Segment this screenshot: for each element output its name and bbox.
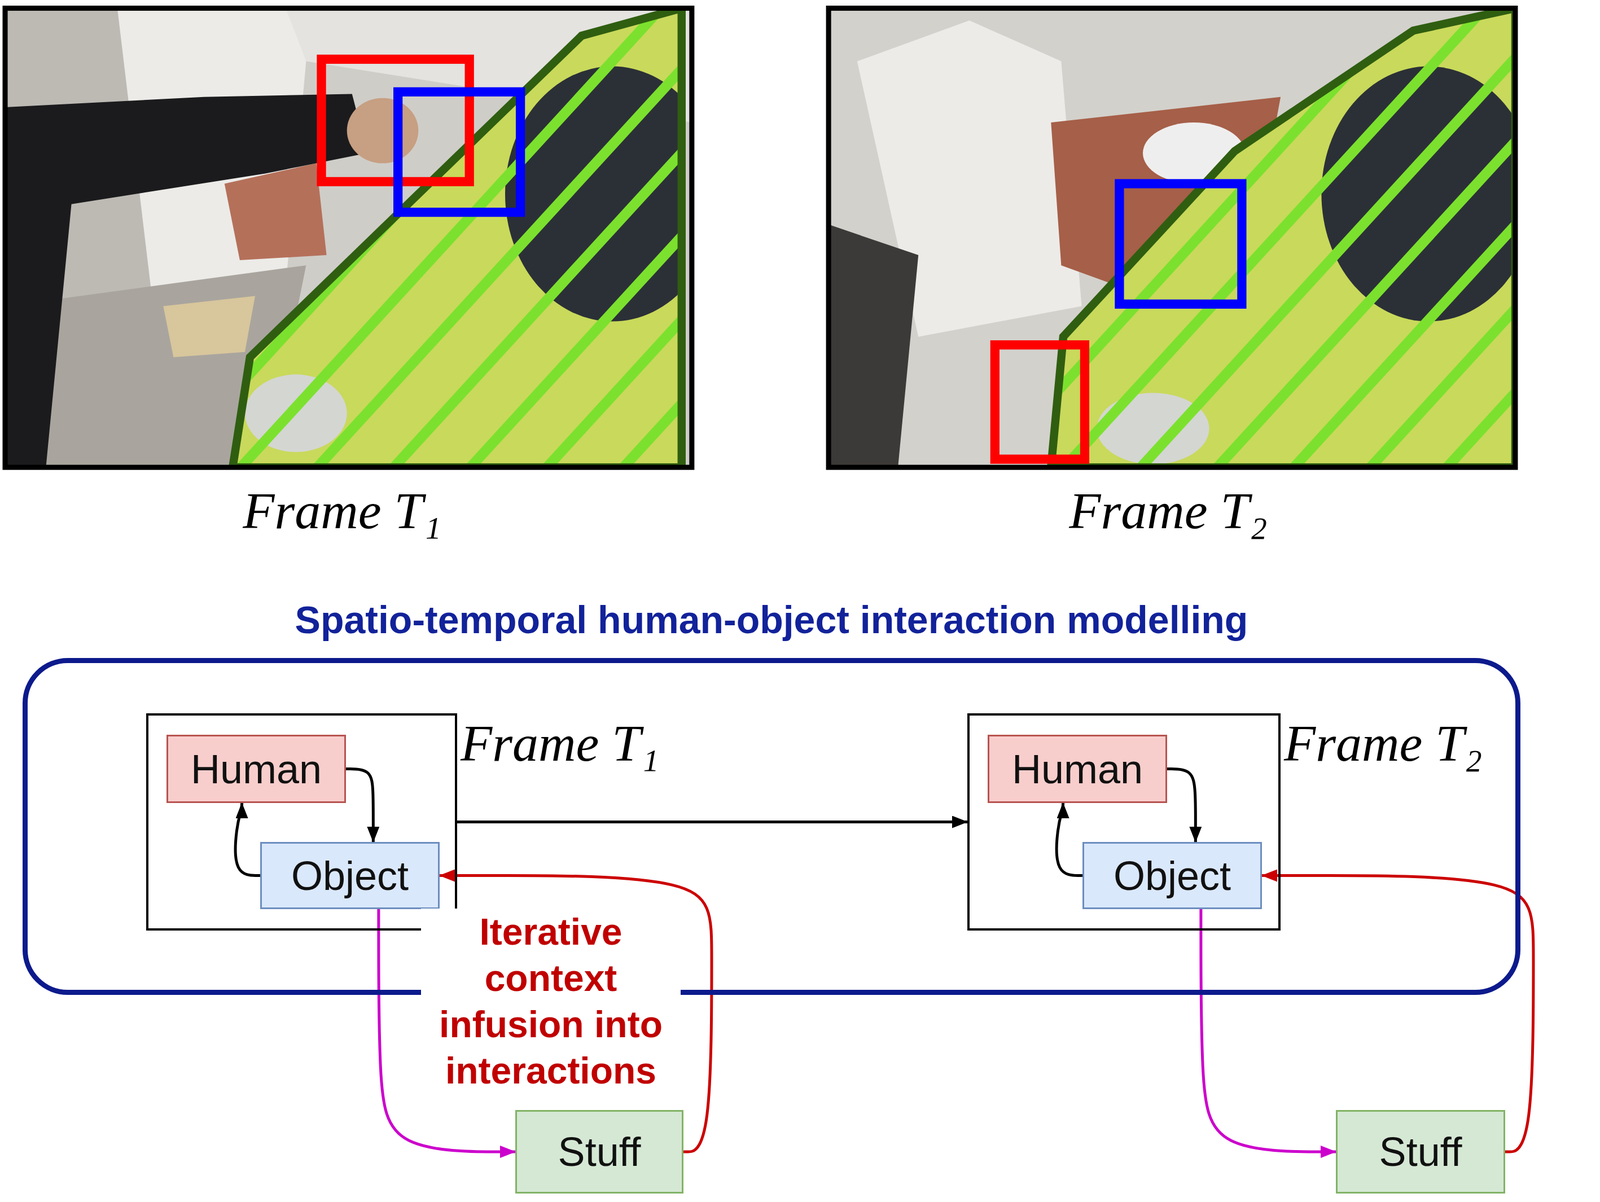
- box-label: Stuff: [558, 1128, 642, 1176]
- human-box: Human: [166, 734, 346, 804]
- photo-border: [5, 8, 692, 468]
- frame-heading: Frame T₁: [460, 712, 659, 775]
- stuff-query-arrow: [1200, 909, 1336, 1152]
- box-label: Object: [291, 852, 409, 900]
- human-box: Human: [987, 734, 1168, 804]
- video-frame-left: [5, 8, 692, 468]
- stuff-box: Stuff: [1335, 1110, 1506, 1194]
- arm: [5, 93, 368, 468]
- interaction-arrow: [345, 769, 374, 843]
- box-label: Human: [190, 745, 322, 793]
- frame-box: Frame T₂HumanObject: [967, 713, 1281, 931]
- human-bbox: [994, 344, 1085, 460]
- stuff-outline: [1050, 8, 1516, 468]
- box-label: Stuff: [1379, 1128, 1463, 1176]
- annotation-label: Iterative context infusion into interact…: [421, 908, 681, 1094]
- temporal-arrow: [457, 820, 968, 824]
- frame-caption: Frame T₁: [161, 479, 523, 542]
- stuff-box: Stuff: [515, 1110, 684, 1194]
- shadow: [828, 224, 919, 468]
- hand: [347, 98, 419, 164]
- group-panel: Spatio-temporal human-object interaction…: [22, 658, 1521, 995]
- car-window: [505, 66, 692, 322]
- frame-box: Frame T₁HumanObject: [146, 713, 458, 931]
- stuff-hatching: [900, 8, 1516, 468]
- object-bbox: [397, 91, 521, 213]
- box-label: Object: [1113, 852, 1231, 900]
- bricks: [224, 163, 327, 261]
- box-label: Human: [1011, 745, 1143, 793]
- photo-border: [828, 8, 1516, 468]
- interaction-arrow: [1167, 769, 1196, 843]
- interaction-arrow: [235, 803, 261, 876]
- frame-heading: Frame T₂: [1283, 712, 1483, 775]
- frame-caption: Frame T₂: [987, 479, 1349, 542]
- car-window: [1321, 66, 1516, 322]
- stuff-outline: [232, 8, 682, 468]
- stuff-hatching: [76, 8, 692, 468]
- object-bbox: [1119, 183, 1242, 305]
- panel-heading: Spatio-temporal human-object interaction…: [27, 596, 1516, 643]
- cloth: [163, 295, 256, 357]
- object-box: Object: [1082, 842, 1262, 910]
- video-frame-right: [828, 8, 1516, 468]
- object-box: Object: [260, 842, 440, 910]
- interaction-arrow: [1056, 803, 1083, 876]
